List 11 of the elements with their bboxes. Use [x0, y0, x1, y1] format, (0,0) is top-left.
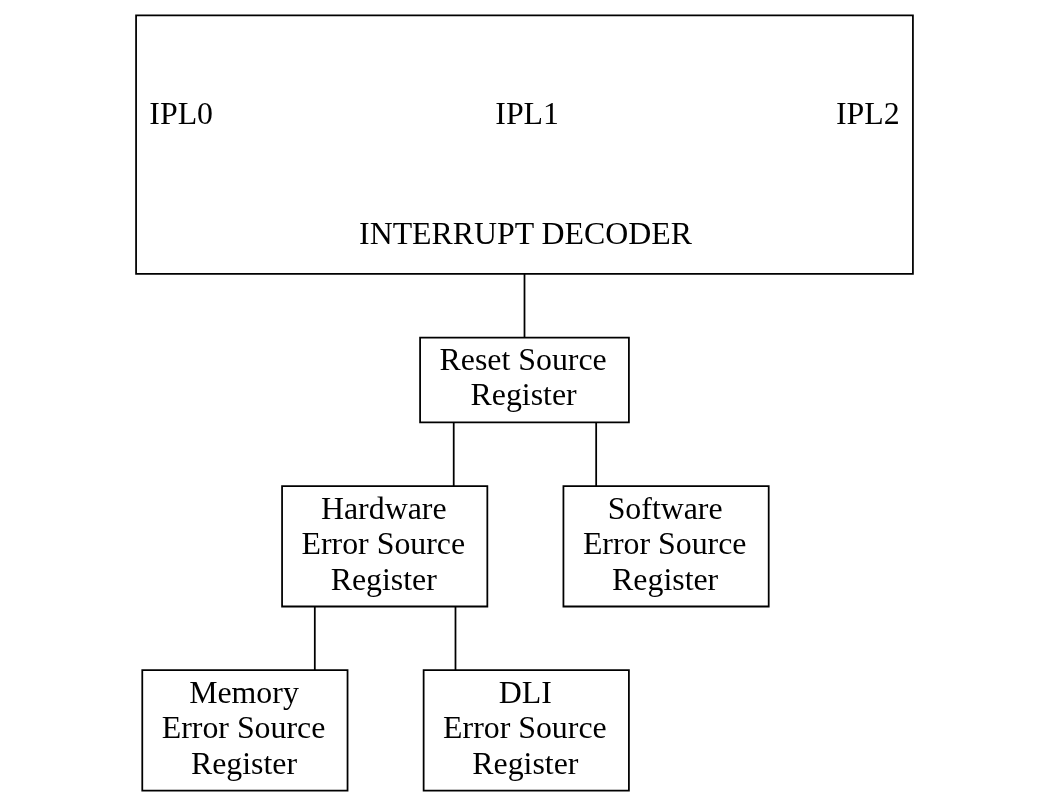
- node-box: DLI Error Source Register: [422, 669, 630, 792]
- node-box: Memory Error Source Register: [141, 669, 349, 792]
- connector: [523, 273, 526, 339]
- connector: [313, 605, 316, 671]
- connector: [454, 605, 457, 671]
- node-box: Hardware Error Source Register: [281, 485, 489, 608]
- connector: [595, 421, 598, 487]
- node-box: Reset Source Register: [419, 336, 630, 424]
- node-box: Software Error Source Register: [562, 485, 770, 608]
- node-box: IPL0 IPL1 IPL2 INTERRUPT DECODER: [135, 14, 914, 275]
- connector: [452, 421, 455, 487]
